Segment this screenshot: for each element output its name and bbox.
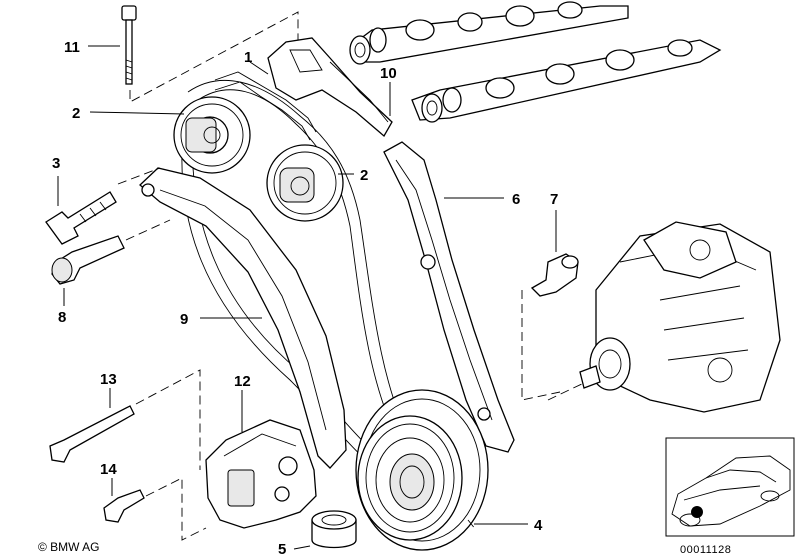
copyright-text: © BMW AG: [38, 540, 100, 554]
camshaft-sprocket-right: [266, 144, 344, 222]
label-13: 13: [100, 371, 117, 388]
label-1: 1: [244, 49, 252, 66]
label-5: 5: [278, 541, 286, 558]
bolt-14: [103, 489, 145, 523]
camshaft-upper: [349, 1, 629, 65]
label-11: 11: [64, 39, 80, 56]
camshaft-sprocket-left: [173, 96, 251, 174]
bush: [311, 510, 357, 549]
leader-lines: [57, 45, 557, 550]
label-14: 14: [100, 461, 117, 478]
crankshaft-sprocket: [355, 389, 489, 551]
label-8: 8: [58, 309, 66, 326]
label-9: 9: [180, 311, 188, 328]
chain-tensioner: [205, 419, 317, 529]
bolt-13: [49, 405, 135, 463]
assembly-lines: [117, 11, 587, 541]
bolt-3: [45, 191, 117, 245]
label-2-right: 2: [360, 167, 368, 184]
vehicle-location-inset: [665, 437, 795, 537]
camshaft-lower: [411, 39, 722, 123]
label-12: 12: [234, 373, 251, 390]
label-10: 10: [380, 65, 397, 82]
guide-rail-right: [383, 141, 515, 453]
label-7: 7: [550, 191, 558, 208]
car-outline-icon: [671, 455, 791, 527]
label-2-left: 2: [72, 105, 80, 122]
part-number: 00011128: [680, 544, 731, 556]
label-4: 4: [534, 517, 543, 534]
location-marker-icon: [691, 506, 703, 518]
bolt-7: [530, 253, 579, 297]
injection-pump: [579, 221, 781, 413]
screw-8: [51, 235, 125, 285]
tensioning-rail: [139, 167, 347, 469]
label-6: 6: [512, 191, 520, 208]
label-3: 3: [52, 155, 60, 172]
bolt-11: [121, 5, 137, 85]
chain-guide-rail-upper: [267, 37, 393, 138]
